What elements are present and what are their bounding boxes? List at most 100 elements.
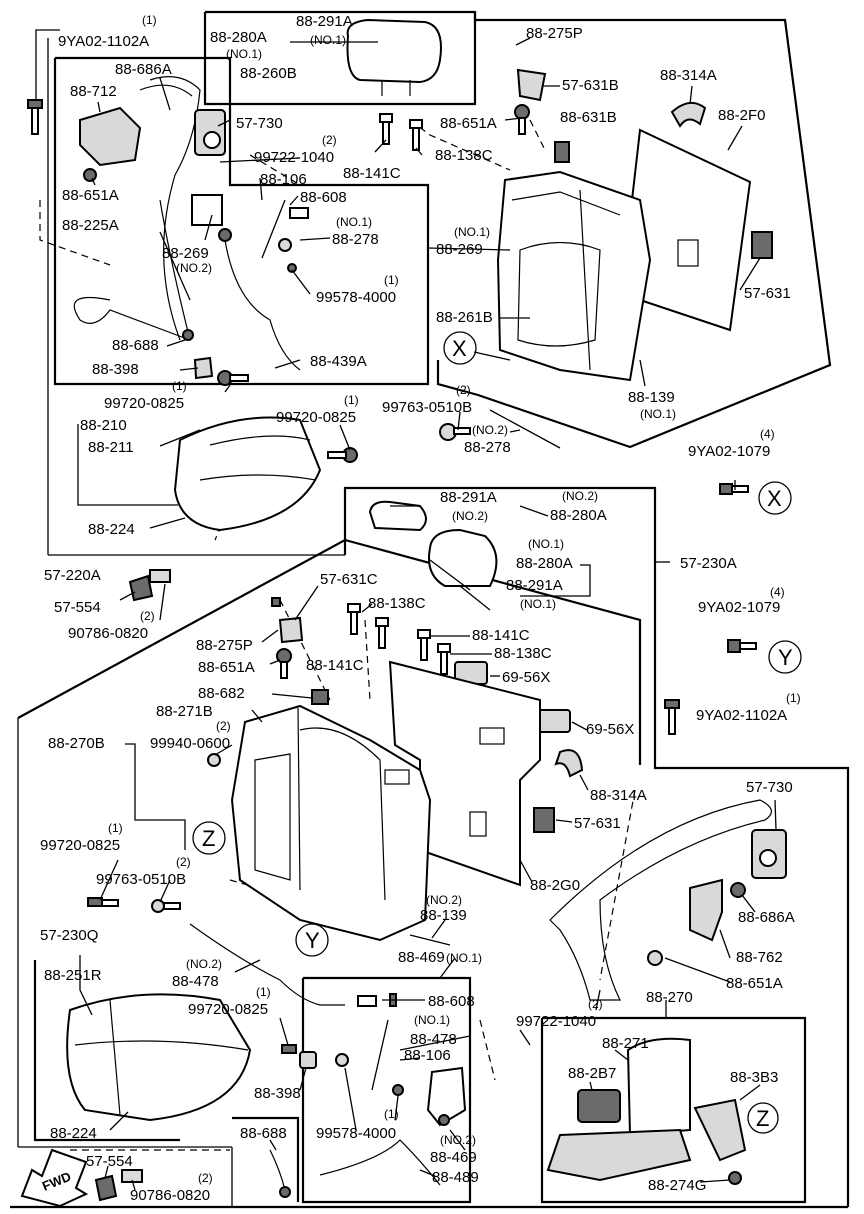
- label-57-730-lower: 57-730: [746, 779, 793, 796]
- label-88-224-lower: 88-224: [50, 1125, 97, 1142]
- label-88-651a-lower-left: 88-651A: [198, 659, 255, 676]
- label-69-56x-1: 69-56X: [502, 669, 550, 686]
- cable-88-478-lower: [189, 923, 345, 1006]
- part-88-682: [311, 689, 329, 705]
- qty-90786-0820-top: (2): [140, 609, 155, 623]
- label-88-478-lower: 88-478: [172, 973, 219, 990]
- label-57-554-lower: 57-554: [86, 1153, 133, 1170]
- bolt-88-274g: [728, 1171, 742, 1185]
- bracket-57-631b: [516, 68, 547, 102]
- hook-88-314a-upper: [670, 101, 707, 128]
- note-88-139-lower: (NO.2): [426, 893, 462, 907]
- cap-57-554-upper: [128, 574, 154, 602]
- label-88-478-latch: 88-478: [410, 1031, 457, 1048]
- label-88-439a: 88-439A: [310, 353, 367, 370]
- cushion-88-251r: [66, 993, 252, 1122]
- label-88-686a-top: 88-686A: [115, 61, 172, 78]
- label-88-275p-lower: 88-275P: [196, 637, 253, 654]
- bracket-88-3b3: [693, 1098, 747, 1162]
- label-88-106-lower: 88-106: [404, 1047, 451, 1064]
- label-88-280a-mid-1: 88-280A: [550, 507, 607, 524]
- note-88-291a-mid-1: (NO.2): [452, 509, 488, 523]
- belt-88-688: [159, 199, 191, 341]
- nut-88-278: [278, 238, 292, 252]
- note-88-278-mid: (NO.2): [472, 423, 508, 437]
- label-99720-0825-lower-mid: 99720-0825: [188, 1001, 268, 1018]
- latch-88-269: [191, 194, 301, 371]
- label-88-224-top: 88-224: [88, 521, 135, 538]
- qty-99578-4000-lower: (1): [384, 1107, 399, 1121]
- upper-parts: [27, 18, 792, 602]
- qty-99578-4000-top: (1): [384, 273, 399, 287]
- label-88-398-lower: 88-398: [254, 1085, 301, 1102]
- label-88-269-left: 88-269: [162, 245, 209, 262]
- rod-88-278-upper: [261, 199, 286, 259]
- ref-z-right: [747, 1102, 779, 1134]
- label-88-270: 88-270: [646, 989, 693, 1006]
- label-88-141c-lower-2: 88-141C: [472, 627, 530, 644]
- label-88-651a-lower-right: 88-651A: [726, 975, 783, 992]
- label-88-271: 88-271: [602, 1035, 649, 1052]
- label-90786-0820-lower: 90786-0820: [130, 1187, 210, 1204]
- label-99940-0600: 99940-0600: [150, 735, 230, 752]
- labels: 9YA02-1102A (1) 88-280A (NO.1) 88-291A (…: [40, 13, 801, 1204]
- label-57-631b: 57-631B: [562, 77, 619, 94]
- label-88-278-top: 88-278: [332, 231, 379, 248]
- qty-9ya02-1102a-lower: (1): [786, 691, 801, 705]
- note-88-469-lower: (NO.2): [440, 1133, 476, 1147]
- label-88-651a-top-left: 88-651A: [62, 187, 119, 204]
- label-88-138c-lower-1: 88-138C: [368, 595, 426, 612]
- label-88-398-top: 88-398: [92, 361, 139, 378]
- label-88-291a-top: 88-291A: [296, 13, 353, 30]
- bolt-88-651a-lower: [647, 950, 663, 966]
- label-88-2f0: 88-2F0: [718, 107, 766, 124]
- label-88-688-top: 88-688: [112, 337, 159, 354]
- note-88-280a-mid-1: (NO.2): [562, 489, 598, 503]
- label-88-106-top: 88-106: [260, 171, 307, 188]
- qty-9ya02-1102a-top: (1): [142, 13, 157, 27]
- headrest-large: [428, 528, 498, 587]
- qty-99722-1040-lower: (2): [588, 997, 603, 1011]
- qty-99722-1040-top: (2): [322, 133, 337, 147]
- part-57-631-upper: [751, 231, 773, 259]
- mid-headrest-box: [343, 486, 850, 1207]
- cupholder-88-2b7: [577, 1089, 621, 1123]
- note-88-280a-mid-2: (NO.1): [528, 537, 564, 551]
- label-88-274g: 88-274G: [648, 1177, 706, 1194]
- ref-x-right-letter: X: [767, 486, 782, 511]
- dash-guide-4: [529, 119, 546, 151]
- bolt-99763-lower: [151, 899, 165, 913]
- upper-left-box: [53, 56, 430, 386]
- ref-z-left-letter: Z: [202, 826, 215, 851]
- label-88-139-lower: 88-139: [420, 907, 467, 924]
- cap-88-398-upper: [193, 356, 214, 380]
- label-99720-0825-top-left: 99720-0825: [104, 395, 184, 412]
- part-88-608: [289, 207, 309, 219]
- dash-guide-6: [279, 599, 331, 701]
- label-57-554-top: 57-554: [54, 599, 101, 616]
- note-88-469-top: (NO.1): [446, 951, 482, 965]
- clip-99578: [287, 263, 297, 273]
- label-88-139-top: 88-139: [628, 389, 675, 406]
- note-88-478-latch: (NO.1): [414, 1013, 450, 1027]
- cushion-88-210: [173, 416, 322, 532]
- note-88-280a-top: (NO.1): [226, 47, 262, 61]
- label-88-260b: 88-260B: [240, 65, 297, 82]
- qty-99940-0600: (2): [216, 719, 231, 733]
- qty-99720-0825-lower-left: (1): [108, 821, 123, 835]
- label-88-469-top: 88-469: [398, 949, 445, 966]
- nut-99940-0600: [207, 753, 221, 767]
- fwd-arrow: [20, 1148, 89, 1208]
- qty-99720-0825-lower-mid: (1): [256, 985, 271, 999]
- label-88-712: 88-712: [70, 83, 117, 100]
- seatbelt-upper: [139, 76, 226, 341]
- label-88-2b7: 88-2B7: [568, 1065, 616, 1082]
- label-99763-0510b-top: 99763-0510B: [382, 399, 472, 416]
- label-88-469-lower: 88-469: [430, 1149, 477, 1166]
- seatback-88-270b: [230, 704, 432, 942]
- label-88-211: 88-211: [88, 439, 134, 456]
- label-88-608-top: 88-608: [300, 189, 347, 206]
- label-88-314a-lower: 88-314A: [590, 787, 647, 804]
- headrest-small: [368, 500, 427, 532]
- label-57-631-lower: 57-631: [574, 815, 621, 832]
